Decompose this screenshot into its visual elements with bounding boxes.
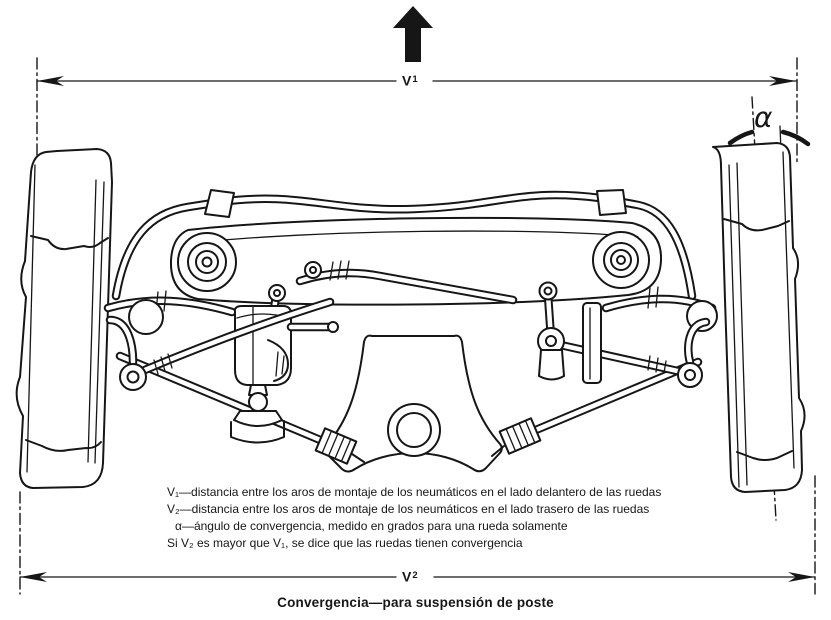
left-tie-rod	[135, 297, 335, 377]
right-wheel	[712, 142, 806, 493]
stabilizer-bar	[111, 189, 697, 301]
right-knuckle	[677, 300, 718, 388]
v2-digit: 2	[412, 570, 418, 581]
v1-letter: V	[402, 72, 413, 89]
left-axle-tube	[103, 290, 237, 317]
legend-line-v2: V₂—distancia entre los aros de montaje d…	[167, 502, 650, 516]
legend-line-v1: V₁—distancia entre los aros de montaje d…	[167, 485, 662, 499]
idler-arm	[537, 281, 602, 384]
alpha-angle-label: α	[754, 101, 773, 134]
up-arrow-icon	[393, 6, 433, 62]
figure-caption: Convergencia—para suspensión de poste	[277, 595, 554, 610]
v1-digit: 1	[412, 74, 418, 85]
right-tie-rod	[551, 339, 687, 377]
left-knuckle	[105, 299, 164, 391]
stabilizer-clamp-right	[596, 189, 627, 216]
right-strut-rod	[491, 357, 703, 457]
suspension-assembly	[103, 189, 718, 473]
stabilizer-clamp-left	[204, 189, 235, 218]
v1-dimension-label: V1	[399, 73, 421, 88]
v2-dimension-line	[19, 475, 816, 595]
center-bracket	[324, 334, 503, 473]
left-wheel	[15, 148, 113, 489]
v2-dimension-label: V2	[399, 569, 421, 584]
crossmember	[169, 216, 663, 306]
steering-gearbox	[230, 284, 339, 444]
v2-letter: V	[402, 568, 413, 585]
legend-line-rule: Si V₂ es mayor que V₁, se dice que las r…	[167, 536, 523, 550]
legend-line-alpha: α—ángulo de convergencia, medido en grad…	[175, 519, 568, 533]
figure-legend: V₁—distancia entre los aros de montaje d…	[167, 484, 661, 552]
drag-link	[295, 260, 518, 305]
